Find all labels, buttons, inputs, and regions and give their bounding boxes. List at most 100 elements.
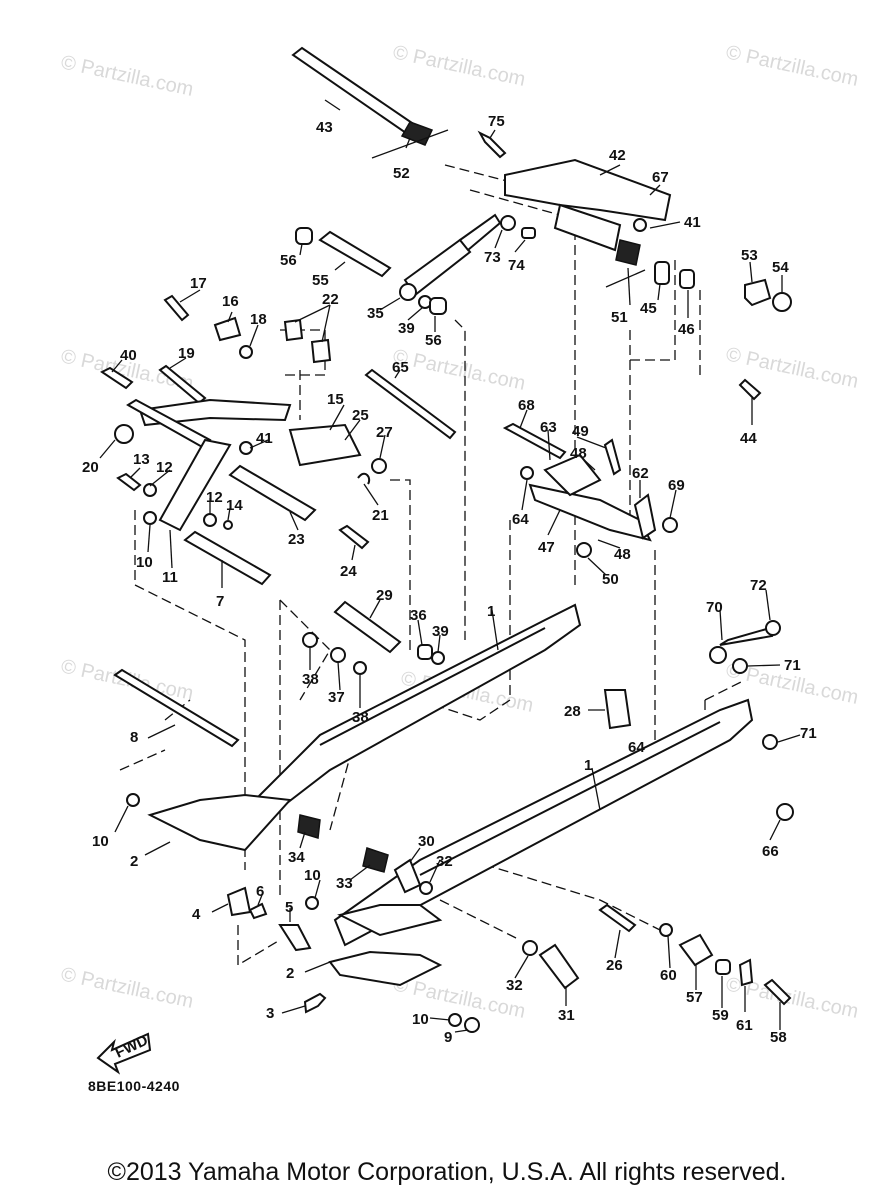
collar-36	[417, 644, 433, 660]
nut-41b	[239, 441, 253, 455]
callout-27: 27	[376, 424, 393, 441]
bolt-3	[303, 992, 327, 1014]
bolt-40	[100, 366, 134, 390]
callout-72: 72	[750, 577, 767, 594]
bushing-22b	[310, 338, 332, 364]
washer-64a	[520, 466, 534, 480]
callout-39b: 39	[432, 623, 449, 640]
washer-37	[330, 647, 346, 663]
fwd-arrow-icon	[96, 1032, 152, 1075]
upper-shaft-assembly	[283, 46, 792, 401]
callout-43: 43	[316, 119, 333, 136]
leader-lines	[99, 99, 801, 1033]
bracket-15	[288, 423, 362, 467]
callout-26: 26	[606, 957, 623, 974]
callout-28: 28	[564, 703, 581, 720]
washer-10c	[305, 896, 319, 910]
callout-71b: 71	[800, 725, 817, 742]
shaft-31	[538, 943, 580, 990]
nut-66	[776, 803, 794, 821]
callout-66: 66	[762, 843, 779, 860]
callout-68: 68	[518, 397, 535, 414]
clip-5	[278, 924, 312, 952]
nut-50	[576, 542, 592, 558]
callout-67: 67	[652, 169, 669, 186]
callout-45: 45	[640, 300, 657, 317]
arm-16	[213, 316, 242, 342]
bolt-68	[502, 422, 567, 460]
callout-4: 4	[192, 906, 201, 923]
callout-14: 14	[226, 497, 243, 514]
callout-38a: 38	[302, 671, 319, 688]
washer-32b	[522, 940, 538, 956]
fwd-arrow: FWD	[96, 1032, 152, 1075]
bolt-24	[338, 524, 370, 550]
shaft-23	[228, 464, 317, 522]
arm-47	[528, 483, 652, 542]
cap-20	[114, 424, 134, 444]
bushing-6	[248, 902, 268, 920]
front-arm-assembly	[100, 294, 457, 586]
bolt-17	[163, 294, 190, 322]
callout-62: 62	[632, 465, 649, 482]
nut-41	[633, 218, 647, 232]
nut-9	[464, 1017, 480, 1033]
callout-2b: 2	[286, 965, 294, 982]
callout-30: 30	[418, 833, 435, 850]
callout-31: 31	[558, 1007, 575, 1024]
callout-32b: 32	[506, 977, 523, 994]
callout-10a: 10	[136, 554, 153, 571]
callout-10c: 10	[304, 867, 321, 884]
shaft-7	[183, 530, 272, 586]
callout-18: 18	[250, 311, 267, 328]
bushing-22a	[283, 318, 304, 342]
callout-24: 24	[340, 563, 357, 580]
rear-arm-assembly	[502, 422, 678, 558]
bushing-74	[521, 227, 536, 239]
nut-53	[744, 278, 772, 307]
callout-2a: 2	[130, 853, 138, 870]
callout-39: 39	[398, 320, 415, 337]
callout-5: 5	[285, 899, 293, 916]
bolt-75	[477, 130, 507, 159]
cap-54	[772, 292, 792, 312]
callout-49: 49	[572, 423, 589, 440]
callout-53: 53	[741, 247, 758, 264]
nut-72	[765, 620, 781, 636]
callout-59: 59	[712, 1007, 729, 1024]
callout-35: 35	[367, 305, 384, 322]
callout-48a: 48	[570, 445, 587, 462]
callout-12b: 12	[206, 489, 223, 506]
bracket-62	[633, 493, 657, 540]
slide-rails	[126, 603, 754, 987]
watermark: © Partzilla.com	[391, 41, 527, 91]
bolt-8	[113, 668, 240, 748]
bolt-19	[158, 364, 207, 405]
callout-51: 51	[611, 309, 628, 326]
callout-7: 7	[216, 593, 224, 610]
bolt-13	[116, 472, 142, 492]
stopper-28	[603, 689, 632, 730]
bolt-44	[738, 378, 762, 401]
callout-32a: 32	[436, 853, 453, 870]
spring-33	[362, 847, 389, 873]
callout-17: 17	[190, 275, 207, 292]
callout-22: 22	[322, 291, 339, 308]
watermark: © Partzilla.com	[724, 41, 860, 91]
lower-parts	[226, 886, 792, 1033]
nut-69	[662, 517, 678, 533]
callout-15: 15	[327, 391, 344, 408]
bracket-42	[504, 158, 672, 222]
collar-56a	[295, 227, 313, 245]
shaft-29	[333, 600, 402, 654]
callout-50: 50	[602, 571, 619, 588]
callout-57: 57	[686, 989, 703, 1006]
callout-56b: 56	[425, 332, 442, 349]
callout-40: 40	[120, 347, 137, 364]
runner-2a	[147, 793, 293, 852]
callout-71a: 71	[784, 657, 801, 674]
callout-10b: 10	[92, 833, 109, 850]
washer-10b	[126, 793, 140, 807]
callout-1b: 1	[584, 757, 592, 774]
callout-10d: 10	[412, 1011, 429, 1028]
